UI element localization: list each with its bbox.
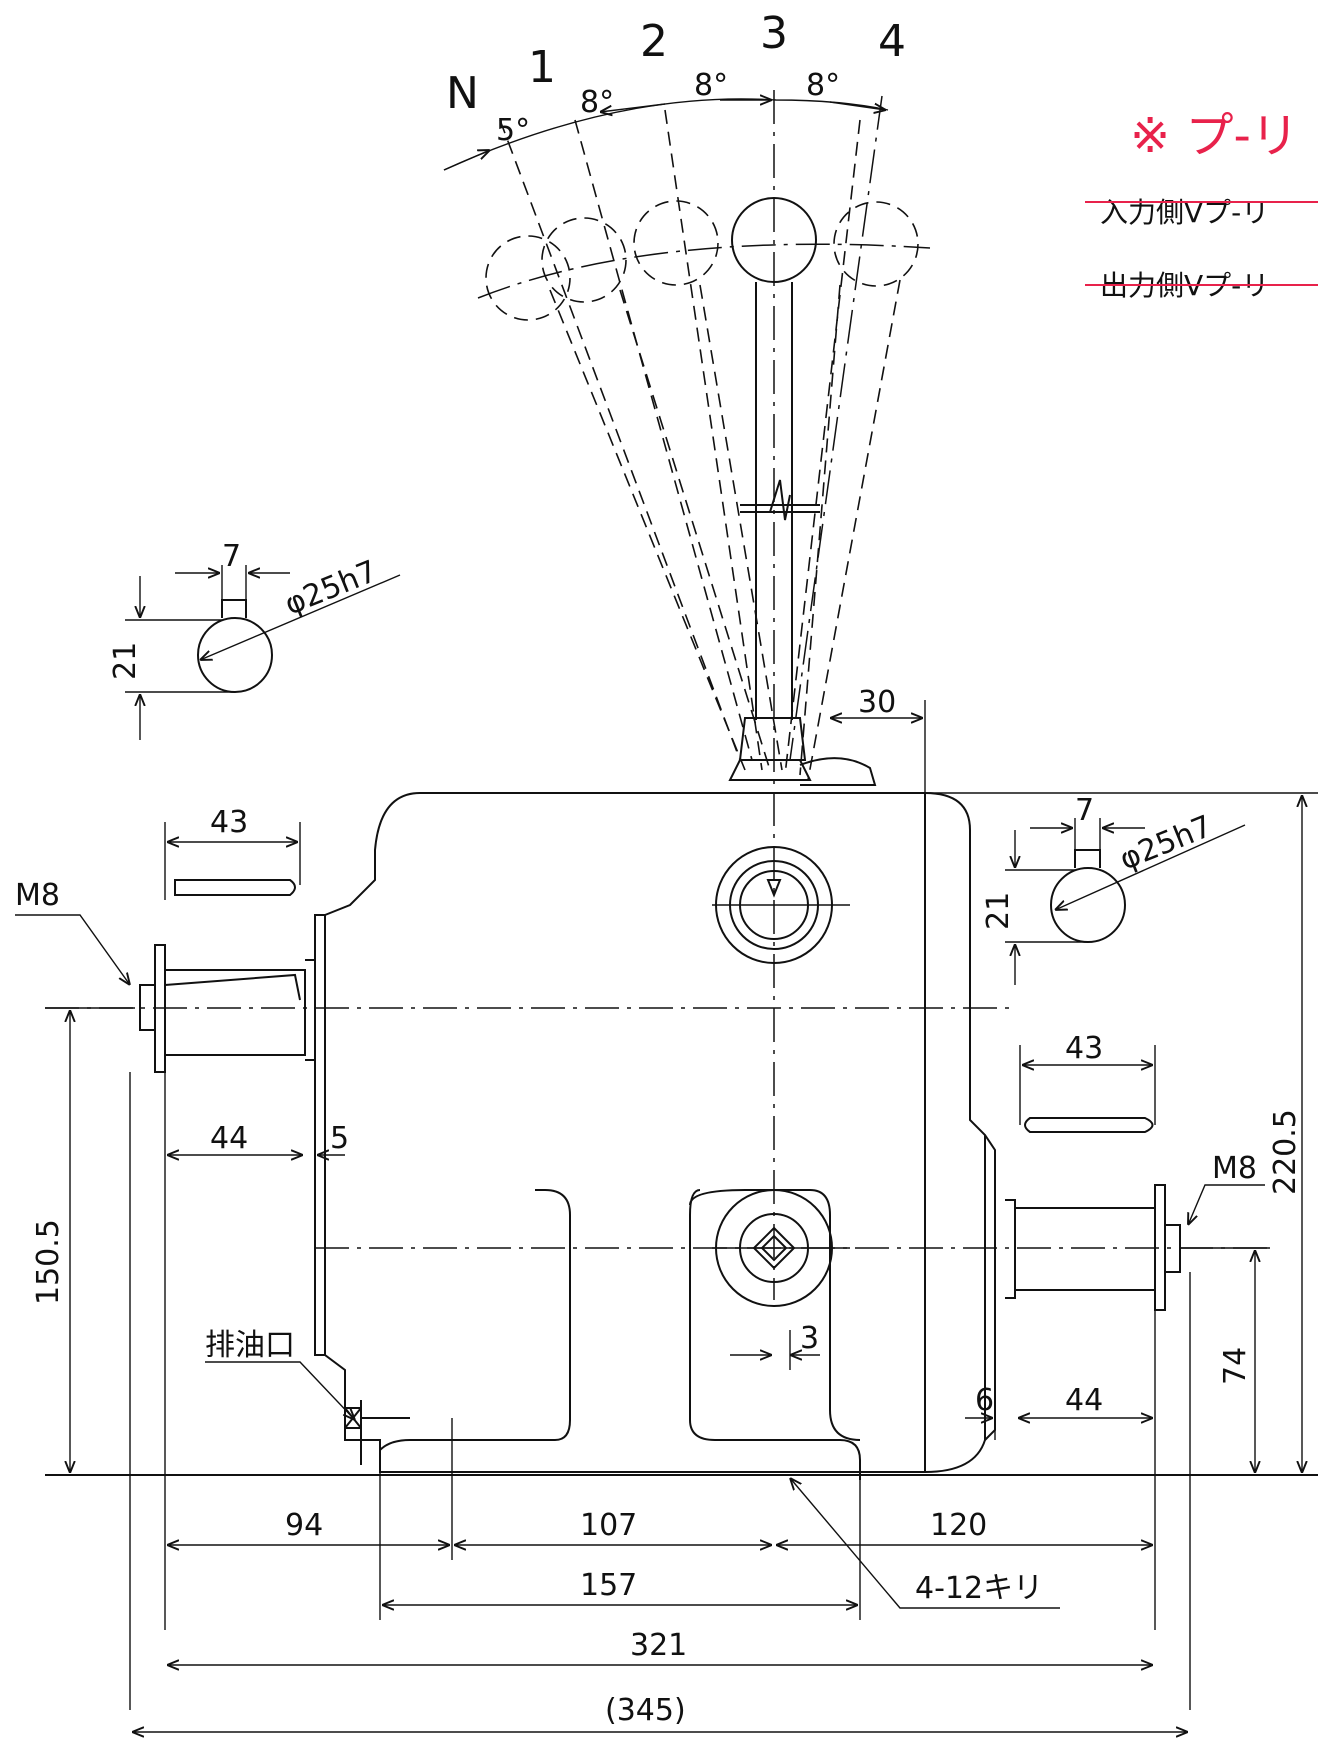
dim-base-157: 157: [580, 1568, 637, 1603]
right-key-width: 7: [1075, 793, 1094, 828]
dim-mount-holes: 4-12キリ: [915, 1571, 1043, 1606]
dim-left-shaft-length: 44: [210, 1121, 248, 1156]
right-key-depth: 21: [981, 892, 1016, 930]
pulley-notes: ※ プ-リ 入力側Vプ-リ 出力側Vプ-リ: [1085, 108, 1318, 302]
dim-output-height: 74: [1218, 1347, 1253, 1385]
ball-pos-1: [541, 217, 627, 303]
left-key-width: 7: [222, 539, 241, 574]
lever-position-4: 4: [878, 16, 906, 67]
dim-base-120: 120: [930, 1508, 987, 1543]
lever-position-3: 3: [760, 8, 788, 59]
dim-boss-offset: 3: [800, 1321, 819, 1356]
lever-position-n: N: [446, 68, 479, 119]
input-pulley-note: 入力側Vプ-リ: [1100, 196, 1269, 229]
angle-arc: [443, 98, 889, 171]
dim-base-94: 94: [285, 1508, 323, 1543]
left-shaft-diameter: φ25h7: [280, 554, 382, 622]
ball-pos-2: [633, 200, 719, 286]
gearbox-body: [45, 792, 1318, 1480]
left-input-shaft: [139, 879, 316, 1073]
left-shaft-section: 7 21 φ25h7: [108, 539, 401, 740]
lever-position-1: 1: [528, 42, 556, 93]
dim-right-shaft-length: 44: [1065, 1383, 1103, 1418]
left-key-depth: 21: [108, 642, 143, 680]
right-shaft-section: 7 21 φ25h7: [981, 793, 1246, 985]
drain-label: 排油口: [205, 1328, 295, 1363]
dim-left-thread: M8: [15, 878, 60, 913]
lever-position-2: 2: [640, 16, 668, 67]
right-output-shaft: [1005, 1117, 1181, 1311]
ball-pos-4: [833, 201, 919, 287]
dim-lever-offset: 30: [858, 685, 896, 720]
dim-overall-length: (345): [605, 1693, 686, 1728]
dim-overall-height: 220.5: [1268, 1109, 1303, 1195]
dim-left-key-length: 43: [210, 805, 248, 840]
angle-label-n1: 5°: [496, 113, 530, 148]
dim-right-thread: M8: [1212, 1151, 1257, 1186]
dim-base-321: 321: [630, 1628, 687, 1663]
pulley-heading: ※ プ-リ: [1130, 108, 1299, 164]
dimensions: 30 43 44 5 M8 150.5 排油口 3: [15, 685, 1318, 1732]
dim-input-height: 150.5: [31, 1219, 66, 1305]
dim-base-107: 107: [580, 1508, 637, 1543]
angle-label-12: 8°: [580, 85, 614, 120]
dim-right-key-length: 43: [1065, 1031, 1103, 1066]
lever-positions: N 1 2 3 4 5° 8° 8° 8°: [443, 8, 931, 1300]
angle-label-23: 8°: [694, 68, 728, 103]
dim-left-shoulder: 5: [330, 1121, 349, 1156]
ball-pos-n: [485, 235, 571, 321]
dim-right-shoulder: 6: [975, 1383, 994, 1418]
angle-label-34: 8°: [806, 68, 840, 103]
right-shaft-diameter: φ25h7: [1115, 809, 1217, 877]
